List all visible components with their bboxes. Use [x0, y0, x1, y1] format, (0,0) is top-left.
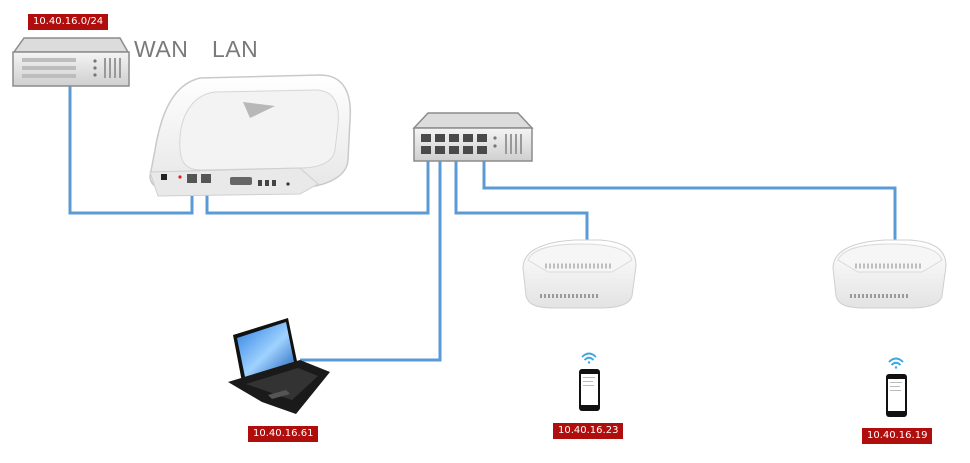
network-switch-icon — [412, 112, 534, 162]
wan-label: WAN — [134, 36, 189, 62]
access-point-2 — [832, 239, 947, 309]
cable-laptop — [300, 158, 442, 362]
cable-lan-switch — [205, 158, 430, 215]
phone1-ip-label: 10.40.16.23 — [553, 423, 624, 439]
laptop-icon — [228, 318, 330, 414]
phone2-ip-label: 10.40.16.19 — [862, 428, 933, 444]
wireless-gateway-icon — [149, 74, 352, 197]
access-point-icon — [832, 239, 947, 309]
cables — [68, 86, 897, 362]
wifi-icon — [581, 352, 597, 364]
gateway — [149, 74, 352, 197]
subnet-label: 10.40.16.0/24 — [28, 14, 109, 30]
lan-label: LAN — [212, 36, 259, 62]
cable-ap2 — [482, 158, 897, 242]
laptop-ip-label: 10.40.16.61 — [248, 426, 319, 442]
smartphone-icon — [579, 369, 600, 411]
rack-server-icon — [12, 37, 130, 87]
cable-ap1 — [454, 158, 589, 242]
wifi-icon — [888, 357, 904, 369]
isp-router — [12, 37, 130, 87]
smartphone-icon — [886, 374, 907, 417]
phone-1 — [579, 352, 600, 411]
phone-2 — [886, 357, 907, 417]
network-switch — [412, 112, 534, 162]
laptop — [228, 318, 330, 414]
access-point-icon — [522, 239, 637, 309]
access-point-1 — [522, 239, 637, 309]
cable-wan — [68, 86, 194, 215]
